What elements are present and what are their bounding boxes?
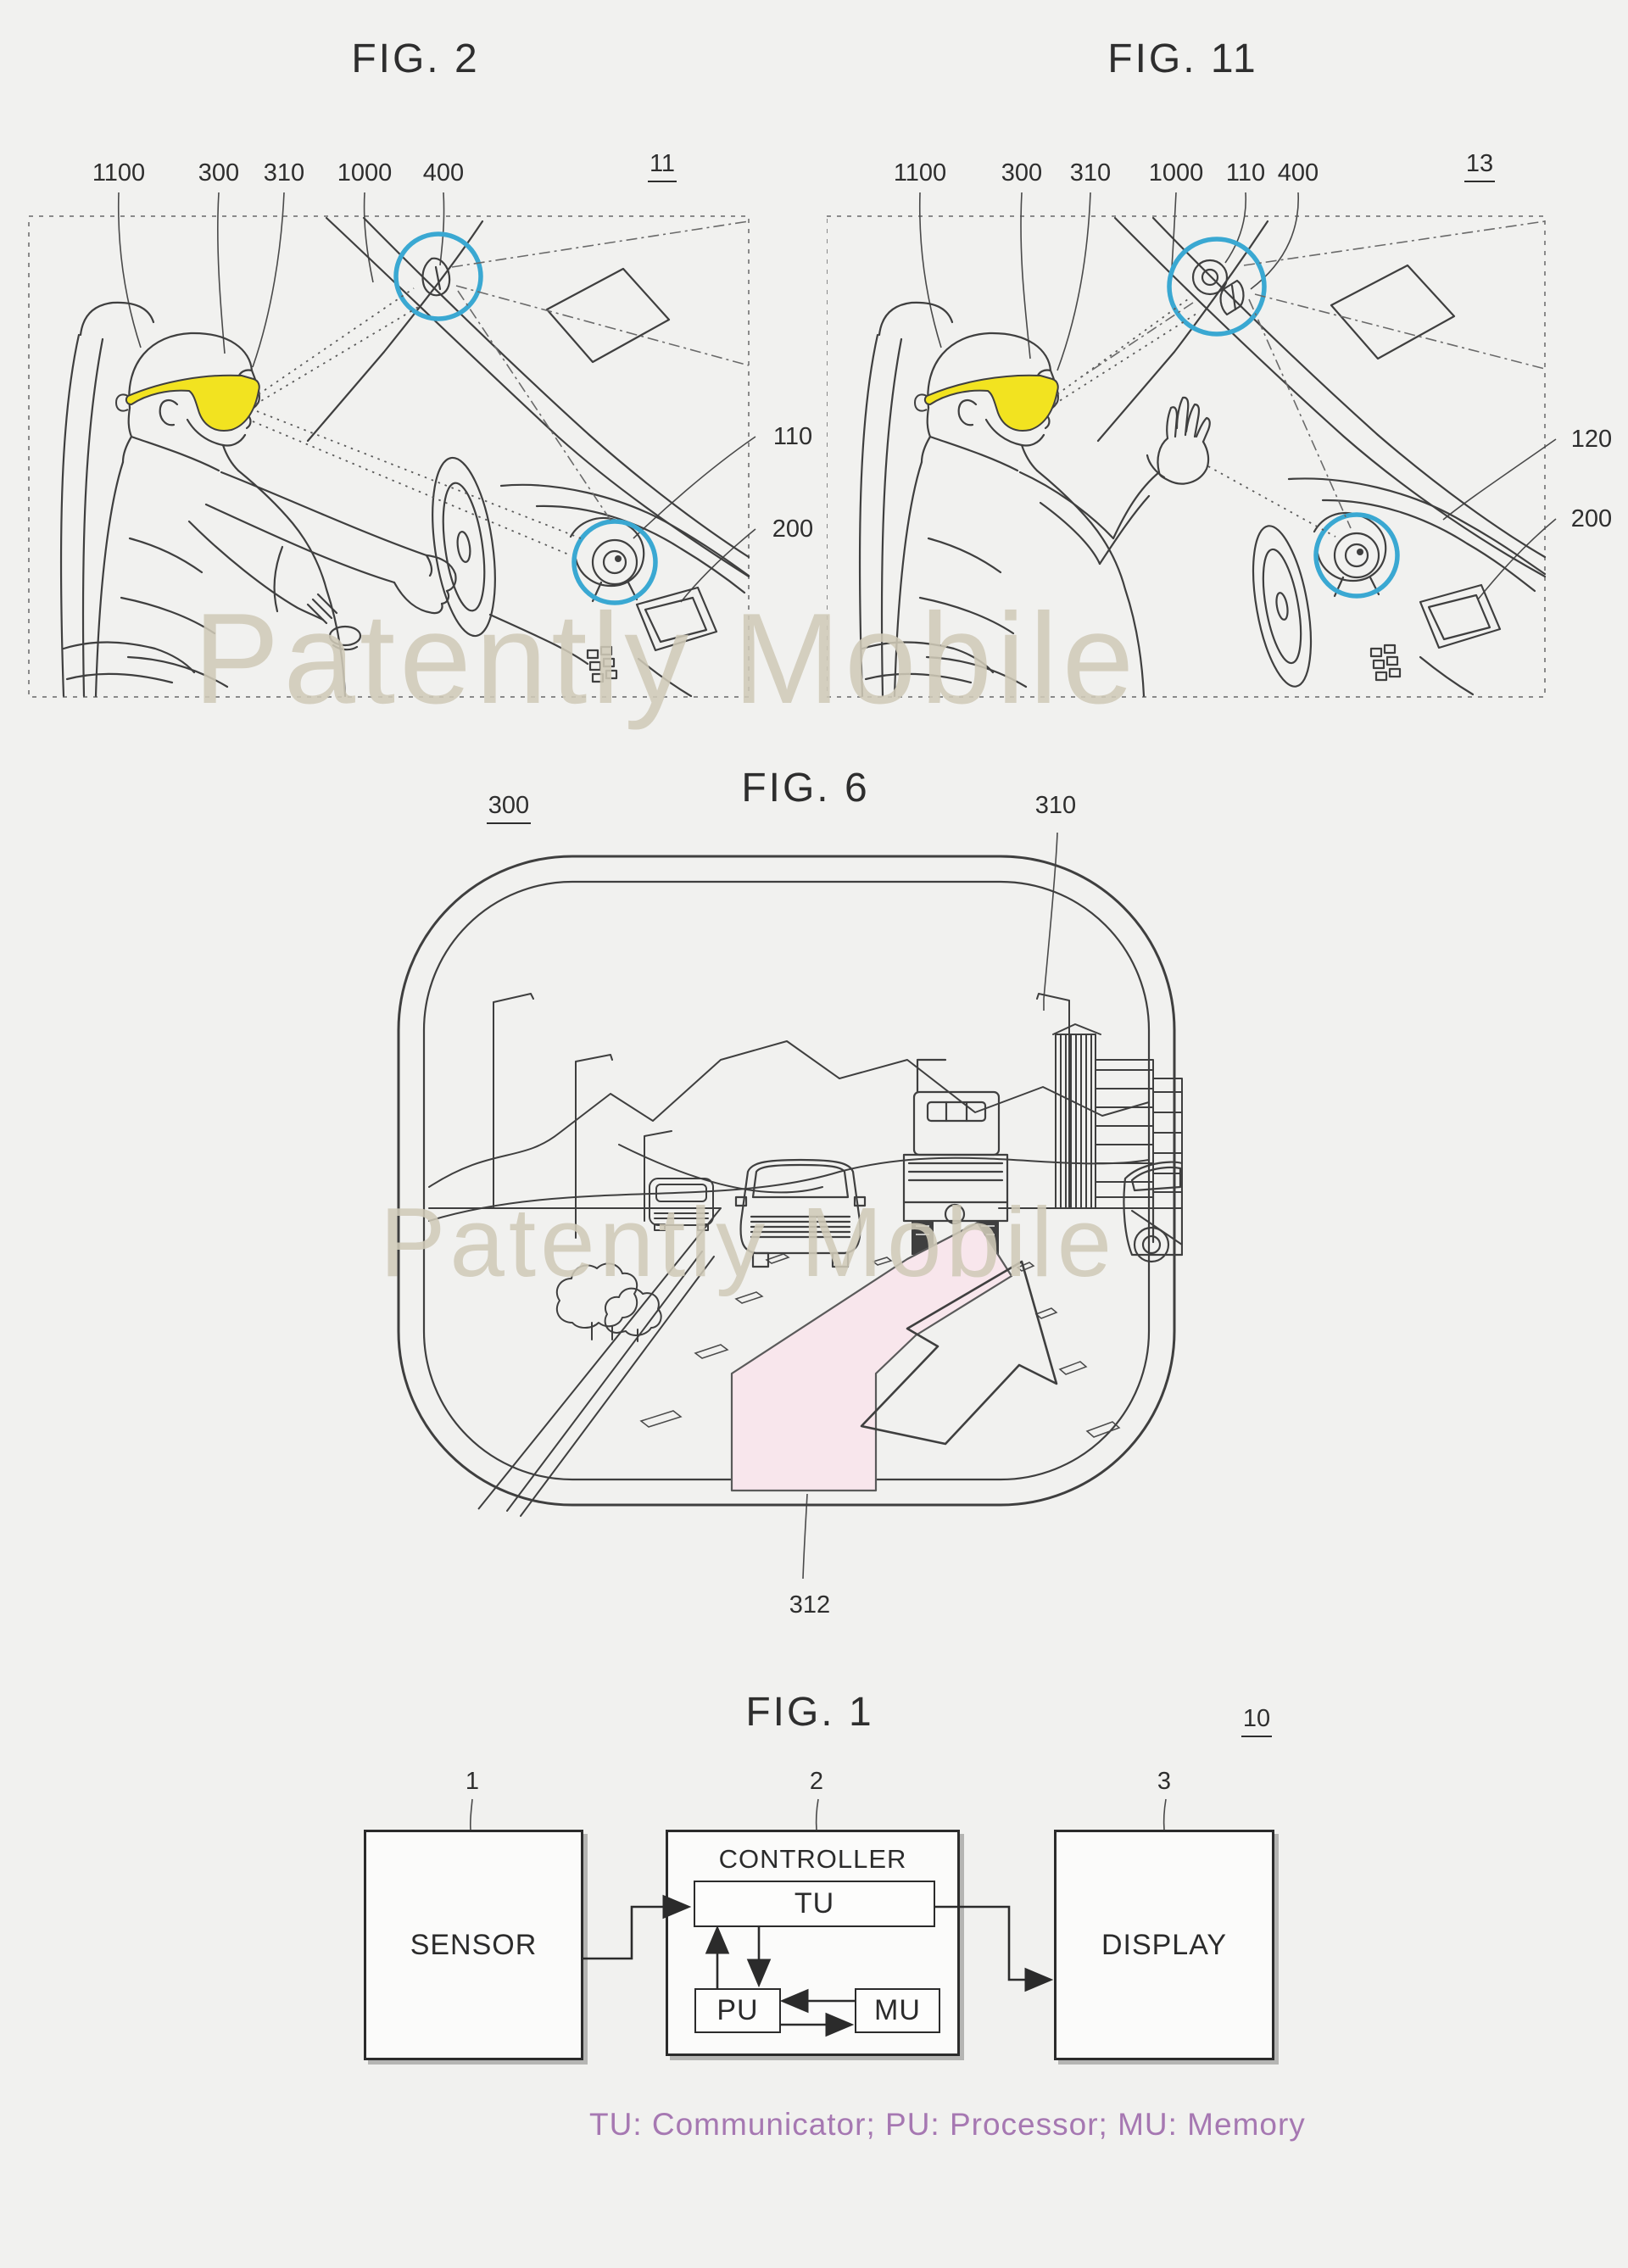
street-lamps	[493, 993, 1070, 1239]
ar-glasses	[114, 374, 260, 432]
fig11-label-310: 310	[1069, 159, 1112, 187]
fig2-label-300: 300	[198, 159, 240, 187]
fig11-panel: 1100 300 310 1000 110 400 120 200	[826, 140, 1628, 746]
seat	[59, 301, 196, 698]
fig2-ref-number: 11	[634, 149, 690, 182]
windshield-device-icon	[421, 257, 451, 297]
display-number: 3	[1157, 1768, 1172, 1795]
ar-glasses	[913, 374, 1059, 432]
mountains	[428, 1040, 1150, 1222]
car-small	[649, 1178, 714, 1231]
car-right	[1123, 1161, 1183, 1263]
fig11-label-1000: 1000	[1148, 159, 1204, 187]
tu-block: TU	[694, 1881, 935, 1927]
fig2-label-200: 200	[772, 515, 814, 543]
seat	[858, 301, 995, 698]
windshield-camera-icon	[1191, 259, 1245, 316]
fig2-dashed-border	[28, 215, 750, 698]
dashboard-camera-icon	[1333, 532, 1380, 579]
fig2-panel: 1100 300 310 1000 400 110 200	[28, 140, 817, 746]
display-label: DISPLAY	[1101, 1928, 1228, 1961]
fig11-label-120: 120	[1570, 426, 1613, 453]
driver-lower-arm-watch	[187, 520, 362, 651]
tu-label: TU	[794, 1887, 835, 1920]
abbreviation-caption: TU: Communicator; PU: Processor; MU: Mem…	[589, 2107, 1306, 2142]
fig1-leader-lines	[469, 1798, 1167, 1831]
device-highlight-circle	[1167, 237, 1267, 337]
mu-label: MU	[874, 1994, 921, 2026]
fig11-label-110: 110	[1225, 159, 1266, 187]
fig2-drawing	[28, 192, 756, 698]
fig2-label-1100: 1100	[92, 159, 146, 187]
fig6-label-312: 312	[789, 1591, 831, 1619]
fig2-title: FIG. 2	[351, 36, 480, 81]
fig11-drawing	[826, 192, 1557, 698]
dashboard	[1287, 477, 1547, 696]
gesture-hand	[1018, 396, 1211, 566]
arrow-sensor-to-tu	[583, 1894, 692, 1960]
fig2-label-310: 310	[263, 159, 305, 187]
fig11-ref-text: 13	[1464, 149, 1496, 182]
windshield-pillar	[1096, 216, 1547, 578]
driver	[94, 332, 347, 698]
camera-highlight-circle	[1313, 512, 1400, 599]
buildings	[1052, 1023, 1183, 1209]
display-outer-frame	[397, 855, 1176, 1507]
fig6-label-310: 310	[1034, 792, 1077, 819]
pu-block: PU	[694, 1988, 781, 2033]
controller-label: CONTROLLER	[718, 1844, 907, 1874]
fig1-connections	[469, 1798, 1167, 2037]
fig11-title: FIG. 11	[1107, 36, 1258, 81]
fig6-title: FIG. 6	[741, 766, 870, 811]
fig1-ref-text: 10	[1241, 1704, 1273, 1737]
sensor-number: 1	[465, 1768, 480, 1795]
windshield-pillar	[306, 216, 750, 578]
fig11-label-400: 400	[1277, 159, 1319, 187]
fig2-label-1000: 1000	[337, 159, 393, 187]
roadside-bush	[555, 1262, 662, 1342]
sensor-label: SENSOR	[410, 1928, 538, 1961]
fig11-dashed-border	[826, 215, 1546, 698]
dashboard	[488, 483, 750, 698]
fig11-ref-number: 13	[1452, 149, 1508, 182]
controller-number: 2	[809, 1768, 824, 1795]
camera-highlight-circle	[571, 519, 658, 605]
arrow-tu-to-display	[934, 1905, 1054, 1992]
pu-label: PU	[716, 1994, 759, 2026]
steering-wheel	[1252, 525, 1313, 688]
fig6-label-300-text: 300	[486, 791, 532, 824]
gaze-lines	[1053, 220, 1546, 538]
fig11-label-300: 300	[1001, 159, 1043, 187]
route-arrow-outline	[860, 1260, 1058, 1446]
fig11-label-1100: 1100	[893, 159, 947, 187]
fig6-drawing	[397, 832, 1183, 1580]
driver	[893, 332, 1146, 698]
fig2-label-400: 400	[422, 159, 465, 187]
car-center	[734, 1158, 867, 1268]
fig1-ref-number: 10	[1231, 1704, 1282, 1737]
fig2-ref-text: 11	[647, 149, 677, 182]
device-highlight-circle	[393, 231, 483, 321]
steering-wheel	[432, 456, 496, 638]
fig1-panel: FIG. 1 10 1 2 3 SENSOR CONTROLLER TU PU …	[322, 1679, 1475, 2187]
display-block: DISPLAY	[1054, 1830, 1274, 2060]
fig6-panel	[365, 780, 1263, 1645]
dashboard-camera-icon	[591, 538, 638, 586]
fig2-label-110: 110	[772, 423, 813, 450]
gaze-lines	[252, 220, 750, 556]
sensor-block: SENSOR	[364, 1830, 583, 2060]
route-highlight-area	[730, 1221, 1013, 1492]
fig6-label-300: 300	[471, 791, 547, 824]
fig11-label-200: 200	[1570, 505, 1613, 532]
mu-block: MU	[855, 1988, 940, 2033]
driver-arm-on-wheel	[204, 471, 457, 615]
fig1-title: FIG. 1	[745, 1690, 874, 1735]
